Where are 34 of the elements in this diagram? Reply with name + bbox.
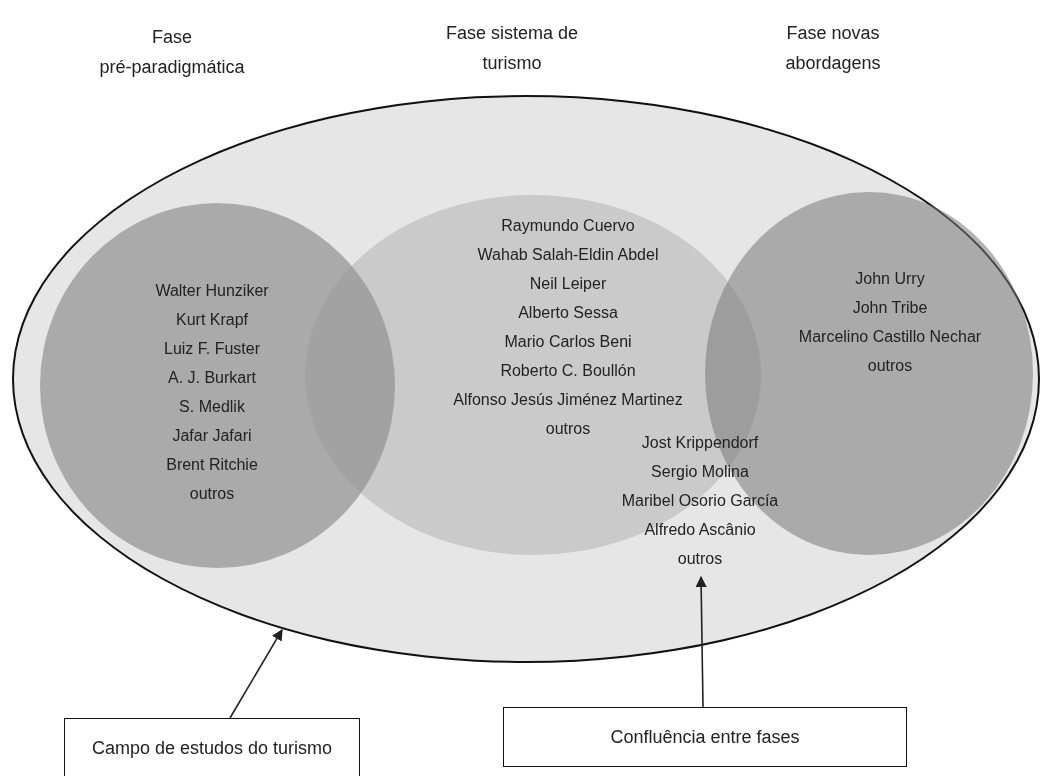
callout-box (503, 707, 907, 767)
author-name: Neil Leiper (529, 274, 607, 294)
author-name: Kurt Krapf (176, 310, 248, 330)
phase-heading: Fase sistema de turismo (444, 22, 580, 75)
phase-heading: Fase novas abordagens (784, 22, 882, 75)
author-name: Mario Carlos Beni (504, 332, 632, 352)
author-name: Luiz F. Fuster (164, 339, 260, 359)
author-name: Alfredo Ascânio (644, 520, 756, 540)
author-name: Alberto Sessa (518, 303, 618, 323)
phase-heading: Fase pré-paradigmática (98, 26, 246, 79)
callout-text: Confluência entre fases (609, 726, 801, 749)
callout-text: Campo de estudos do turismo (90, 737, 334, 760)
author-name: A. J. Burkart (168, 368, 256, 388)
author-name: outros (189, 484, 235, 504)
author-name: outros (867, 356, 913, 376)
author-name: Roberto C. Boullón (500, 361, 636, 381)
author-name: Jafar Jafari (172, 426, 252, 446)
author-name: S. Medlik (179, 397, 245, 417)
author-name: Marcelino Castillo Nechar (798, 327, 982, 347)
author-name: Raymundo Cuervo (501, 216, 635, 236)
arrow (229, 629, 283, 719)
author-name: Alfonso Jesús Jiménez Martinez (453, 390, 683, 410)
author-name: Walter Hunziker (155, 281, 269, 301)
author-name: Sergio Molina (651, 462, 749, 482)
author-name: outros (677, 549, 723, 569)
author-name: John Tribe (852, 298, 928, 318)
arrow (695, 575, 707, 708)
author-name: outros (545, 419, 591, 439)
callout-box (64, 718, 360, 776)
author-name: Wahab Salah-Eldin Abdel (477, 245, 659, 265)
author-name: Maribel Osorio García (621, 491, 779, 511)
author-name: Brent Ritchie (166, 455, 258, 475)
author-name: Jost Krippendorf (641, 433, 759, 453)
author-name: John Urry (855, 269, 925, 289)
